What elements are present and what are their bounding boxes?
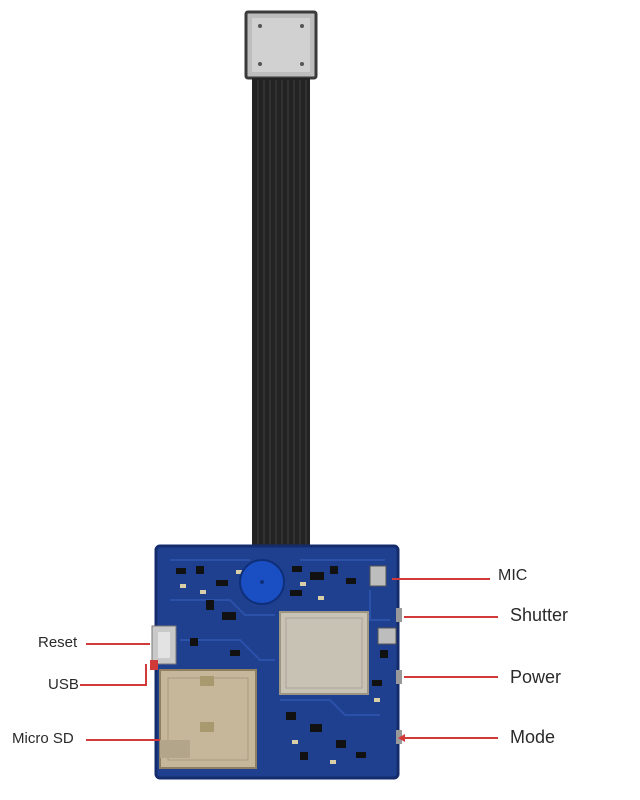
micro-sd-leader-line — [86, 739, 160, 741]
ribbon-cable — [252, 78, 310, 548]
usb-label: USB — [48, 676, 79, 693]
usb-leader-line — [80, 684, 146, 686]
mic-label: MIC — [498, 567, 528, 584]
reset-leader-line — [86, 643, 150, 645]
reset-label: Reset — [38, 634, 78, 651]
circuit-board — [150, 544, 402, 780]
mode-label: Mode — [510, 727, 556, 747]
shutter-label: Shutter — [510, 605, 569, 625]
power-label: Power — [510, 667, 562, 687]
micro-sd-label: Micro SD — [12, 730, 74, 747]
shutter-leader-line — [404, 616, 498, 618]
camera-sensor — [244, 10, 318, 80]
mode-leader-line — [404, 737, 498, 739]
power-leader-line — [404, 676, 498, 678]
mode-arrow-icon — [398, 734, 405, 742]
mic-leader-line — [392, 578, 490, 580]
usb-leader-riser — [145, 664, 147, 686]
